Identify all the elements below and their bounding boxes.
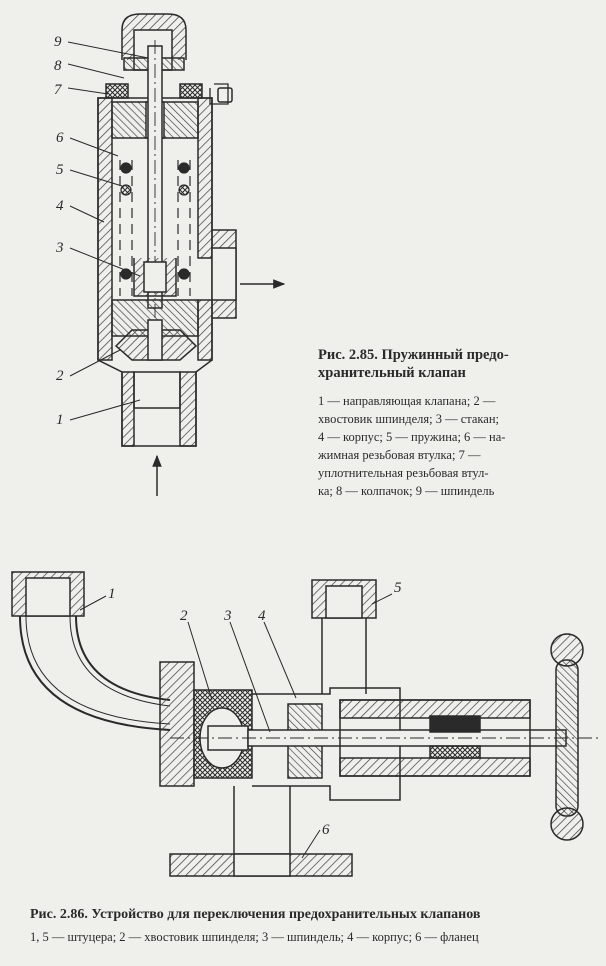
legend-line: 4 — корпус; 5 — пружина; 6 — на- bbox=[318, 430, 506, 444]
figure-1-title-line: хранительный клапан bbox=[318, 365, 466, 381]
callout-6: 6 bbox=[56, 130, 64, 146]
callout-9: 9 bbox=[54, 34, 62, 50]
figure-1-title: Рис. 2.85. Пружинный предо- хранительный… bbox=[318, 346, 602, 382]
callout-5: 5 bbox=[56, 162, 64, 178]
callout-6: 6 bbox=[322, 822, 330, 838]
callout-2: 2 bbox=[56, 368, 64, 384]
legend-line: жимная резьбовая втулка; 7 — bbox=[318, 448, 481, 462]
callout-8: 8 bbox=[54, 58, 62, 74]
callout-1: 1 bbox=[108, 586, 116, 602]
callout-5: 5 bbox=[394, 580, 402, 596]
callout-4: 4 bbox=[258, 608, 266, 624]
figure-2-title: Рис. 2.86. Устройство для переключения п… bbox=[30, 907, 481, 922]
callout-2: 2 bbox=[180, 608, 188, 624]
switch-device-callouts: 1 2 3 4 5 6 bbox=[108, 580, 402, 838]
callout-3: 3 bbox=[55, 240, 64, 256]
legend-line: 1 — направляющая клапана; 2 — bbox=[318, 394, 496, 408]
figure-1-legend: 1 — направляющая клапана; 2 — хвостовик … bbox=[318, 392, 602, 500]
legend-line: уплотнительная резьбовая втул- bbox=[318, 466, 489, 480]
legend-line: хвостовик шпинделя; 3 — стакан; bbox=[318, 412, 500, 426]
figure-1-caption: Рис. 2.85. Пружинный предо- хранительный… bbox=[318, 346, 602, 500]
switch-device-drawing bbox=[11, 571, 600, 877]
figure-1-title-line: Рис. 2.85. Пружинный предо- bbox=[318, 347, 509, 363]
valve-callouts: 9 8 7 6 5 4 3 2 1 bbox=[54, 34, 64, 428]
legend-line: ка; 8 — колпачок; 9 — шпиндель bbox=[318, 484, 495, 498]
callout-7: 7 bbox=[54, 82, 63, 98]
figure-2-legend: 1, 5 — штуцера; 2 — хвостовик шпинделя; … bbox=[30, 930, 479, 944]
callout-1: 1 bbox=[56, 412, 64, 428]
valve-drawing bbox=[67, 13, 286, 496]
figure-2-caption: Рис. 2.86. Устройство для переключения п… bbox=[30, 906, 602, 946]
callout-3: 3 bbox=[223, 608, 232, 624]
callout-4: 4 bbox=[56, 198, 64, 214]
